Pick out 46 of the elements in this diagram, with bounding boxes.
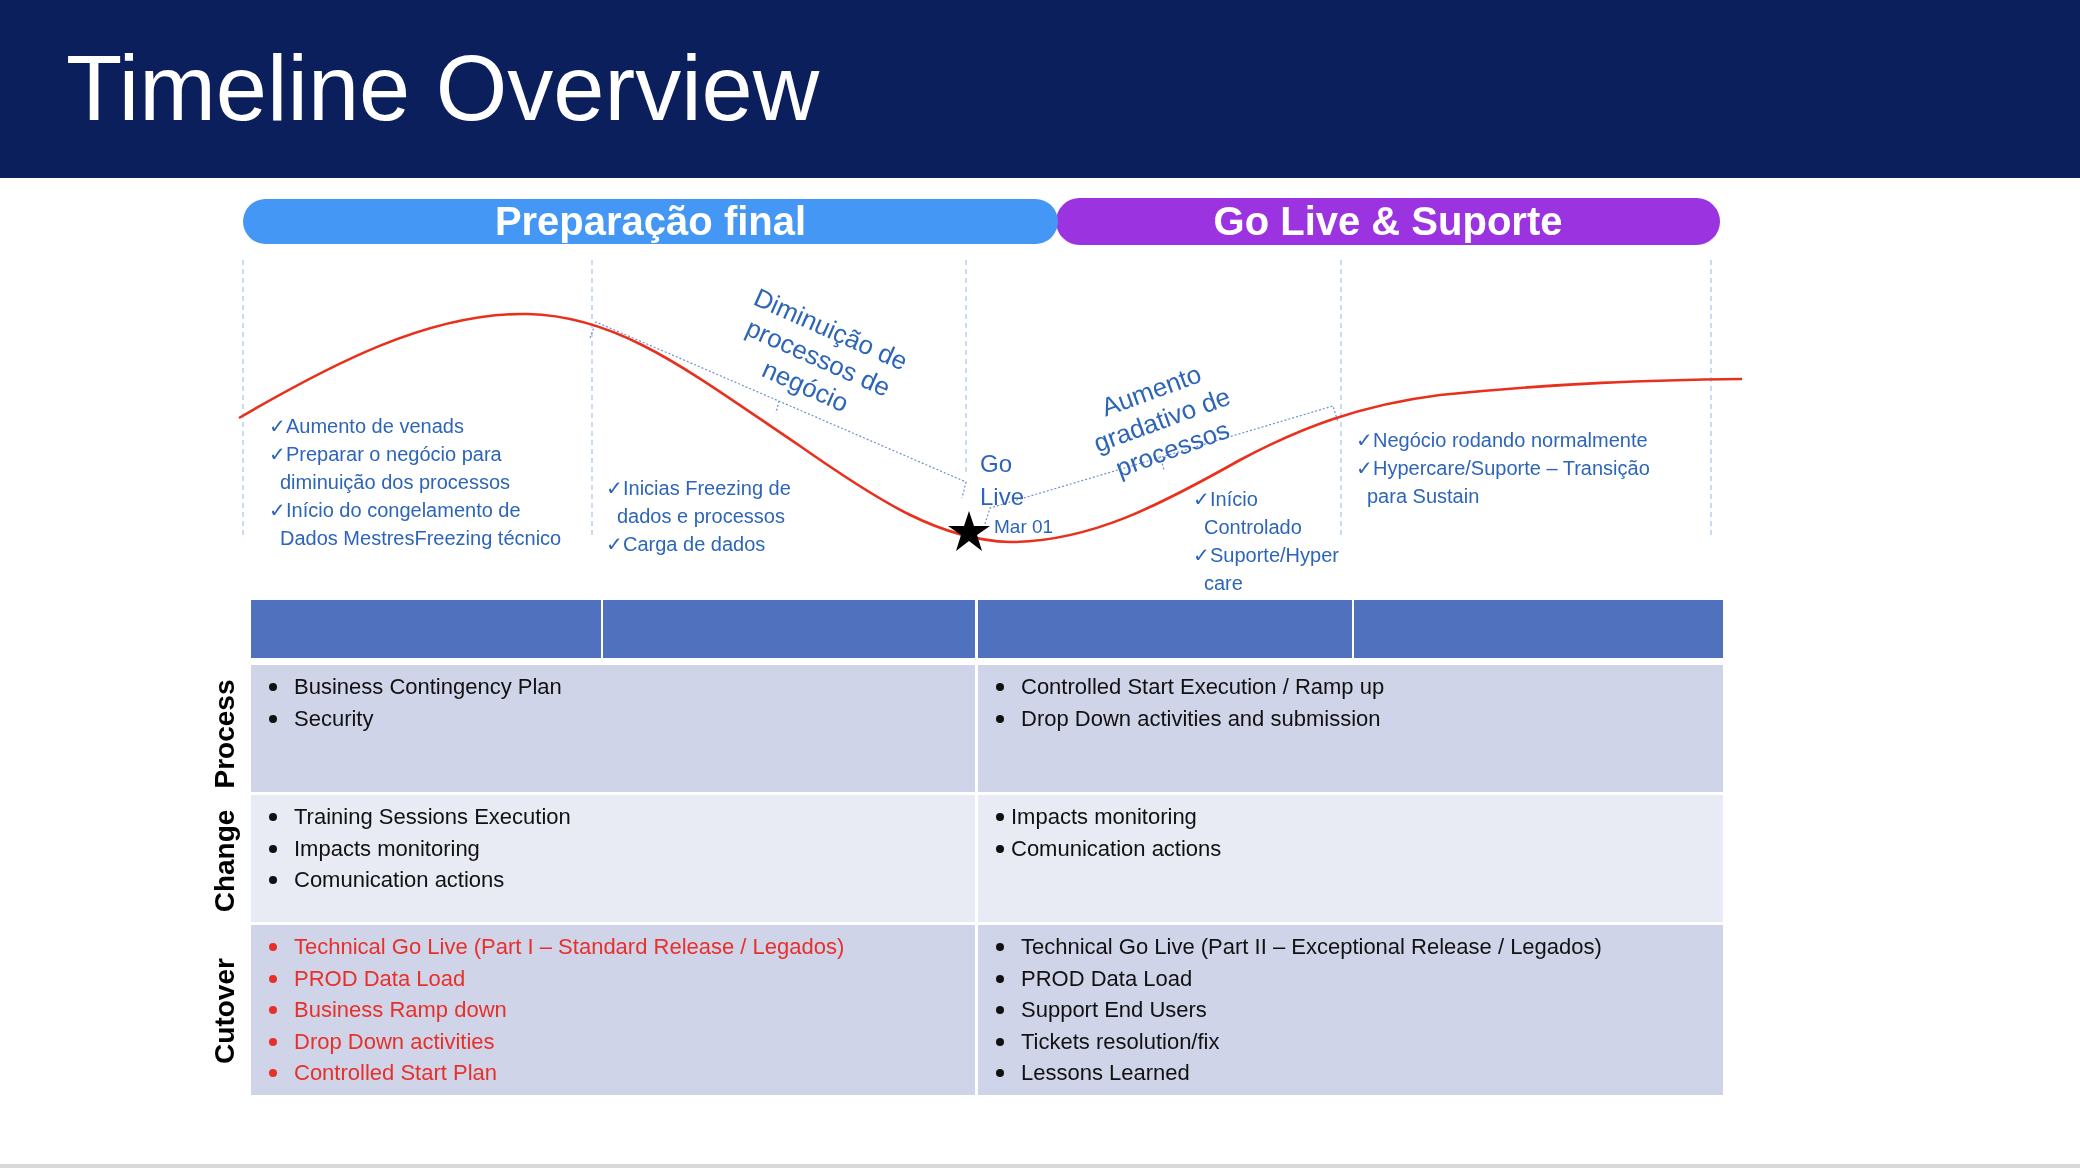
table-cell [251,665,975,792]
list-item: PROD Data Load [294,964,466,993]
list-item: Security [294,704,374,733]
checklist-item: ✓Negócio rodando normalmente [1356,428,1649,453]
checklist-item: ✓Hypercare/Suporte – Transição para Sustain [1356,456,1651,509]
list-item: Tickets resolution/fix [1021,1027,1220,1056]
header-cell [251,600,601,658]
table-cell [251,795,975,922]
list-item: PROD Data Load [1021,964,1193,993]
list-item: Technical Go Live (Part II – Exceptional Release / Legados) [1021,933,1602,961]
checklist-item: ✓Início do congelamento de Dados MestresFreezing técnico [269,498,563,551]
header-cell [603,600,975,658]
table-cell [251,925,975,1095]
list-item: Impacts monitoring [1011,803,1197,831]
checklist-item: ✓Aumento de venads [269,414,465,439]
row-header: Change [209,809,241,913]
list-item: Training Sessions Execution [294,803,571,831]
list-item: Drop Down activities and submission [1021,704,1381,733]
date-label: Mar 01 [994,515,1054,539]
phase-band: Preparação final [243,199,1058,244]
row-header: Process [209,679,241,789]
list-item: Comunication actions [294,866,505,894]
slide-title: Timeline Overview [66,36,820,141]
row-header: Cutover [209,958,241,1064]
list-item: Comunication actions [1011,834,1222,863]
list-item: Support End Users [1021,996,1207,1024]
list-item: Drop Down activities [294,1027,495,1056]
checklist-item: ✓Preparar o negócio para diminuição dos processos [269,442,512,495]
list-item: Controlled Start Execution / Ramp up [1021,673,1385,701]
milestone-label: Go Live [980,449,1026,512]
checklist-item: ✓Início Controlado [1193,487,1303,540]
table-cell [978,795,1723,922]
list-item: Impacts monitoring [294,834,480,863]
list-item: Business Contingency Plan [294,673,562,701]
list-item: Controlled Start Plan [294,1059,497,1087]
list-item: Business Ramp down [294,996,507,1024]
list-item: Technical Go Live (Part I – Standard Release / Legados) [294,933,845,961]
checklist-item: ✓Inicias Freezing de dados e processos [606,476,792,529]
list-item: Lessons Learned [1021,1059,1190,1087]
checklist-item: ✓Suporte/Hyper care [1193,543,1340,596]
checklist-item: ✓Carga de dados [606,532,767,557]
table-cell [978,665,1723,792]
header-cell [978,600,1352,658]
phase-band: Go Live & Suporte [1056,198,1720,245]
header-cell [1354,600,1723,658]
table-cell [978,925,1723,1095]
